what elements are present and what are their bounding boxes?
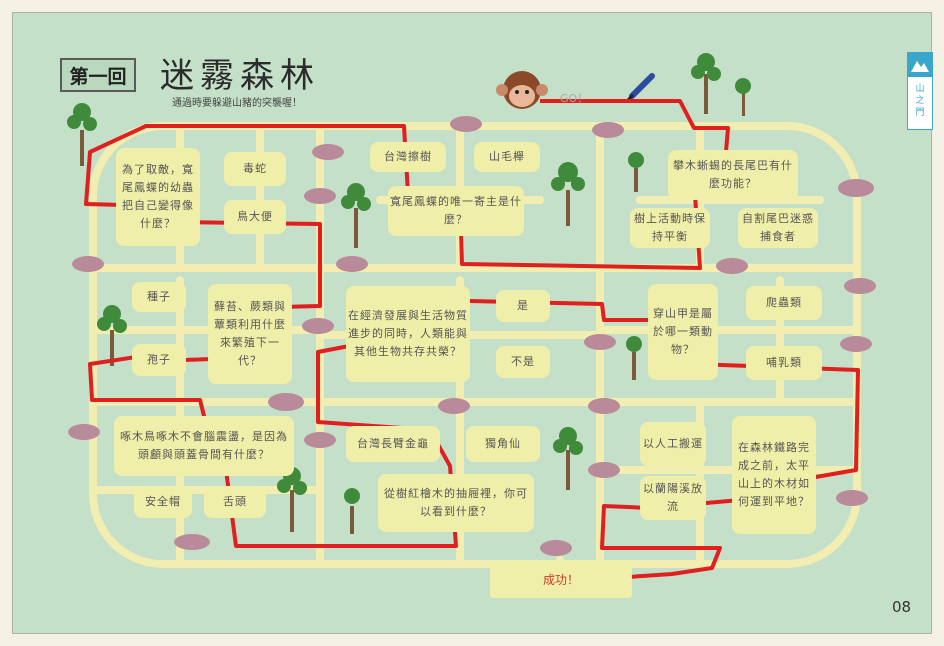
boar-icon	[840, 336, 872, 352]
tree-icon	[628, 152, 644, 192]
tree-icon	[67, 103, 97, 166]
question-8: 啄木鳥啄木不會腦震盪，是因為頭顱與頭蓋骨間有什麼？	[114, 416, 294, 476]
boar-icon	[588, 398, 620, 414]
boar-icon	[584, 334, 616, 350]
answer-2[interactable]: 鳥大便	[224, 200, 286, 234]
answer-8[interactable]: 是	[496, 290, 550, 322]
answer-4[interactable]: 樹上活動時保持平衡	[630, 208, 710, 248]
boar-icon	[304, 432, 336, 448]
question-4: 攀木蜥蜴的長尾巴有什麼功能？	[668, 150, 798, 200]
tree-icon	[277, 467, 307, 532]
boar-icon	[72, 256, 104, 272]
boar-icon	[838, 179, 874, 197]
question-5: 蘚苔、蕨類與蕈類利用什麼來繁殖下一代？	[208, 284, 292, 384]
boar-icons	[68, 116, 876, 556]
monkey-icon	[496, 71, 548, 109]
question-2[interactable]: 台灣擦樹	[370, 142, 446, 172]
answer-5[interactable]: 自割尾巴迷惑捕食者	[738, 208, 818, 248]
tree-icon	[551, 162, 585, 226]
answer-3[interactable]: 山毛櫸	[474, 142, 540, 172]
answer-1[interactable]: 毒蛇	[224, 152, 286, 186]
answer-14[interactable]: 台灣長臂金龜	[346, 426, 440, 462]
answer-7[interactable]: 孢子	[132, 344, 186, 376]
answer-11[interactable]: 哺乳類	[746, 346, 822, 380]
answer-16[interactable]: 以人工搬運	[640, 422, 706, 466]
boar-icon	[312, 144, 344, 160]
mountain-icon	[908, 53, 932, 77]
tree-icon	[626, 336, 642, 380]
page-title: 迷霧森林	[160, 56, 320, 96]
tree-icon	[97, 305, 127, 366]
answer-9[interactable]: 不是	[496, 346, 550, 378]
success-box[interactable]: 成功！	[490, 560, 632, 598]
question-9: 從樹紅檜木的抽屜裡，你可以看到什麼？	[378, 474, 534, 532]
boar-icon	[450, 116, 482, 132]
tree-icon	[344, 488, 360, 534]
pencil-icon	[626, 73, 655, 102]
tree-icon	[341, 183, 371, 248]
answer-15[interactable]: 獨角仙	[466, 426, 540, 462]
boar-icon	[540, 540, 572, 556]
question-10: 在森林鐵路完成之前，太平山上的木材如何運到平地？	[732, 416, 816, 534]
boar-icon	[836, 490, 868, 506]
boar-icon	[592, 122, 624, 138]
tree-icon	[553, 427, 583, 490]
question-6: 在經濟發展與生活物質進步的同時，人類能與其他生物共存共榮？	[346, 286, 470, 382]
page-number: 08	[892, 598, 912, 616]
boar-icon	[438, 398, 470, 414]
boar-icon	[302, 318, 334, 334]
answer-6[interactable]: 種子	[132, 282, 186, 312]
question-7: 穿山甲是屬於哪一類動物？	[648, 284, 718, 380]
answer-13[interactable]: 舌頭	[204, 486, 266, 518]
boar-icon	[68, 424, 100, 440]
chapter-label: 第一回	[60, 58, 136, 92]
start-label: GO！	[560, 92, 589, 105]
boar-icon	[844, 278, 876, 294]
side-tab-label: 山之門	[915, 84, 925, 118]
boar-icon	[716, 258, 748, 274]
page-subtitle: 通過時要躲避山豬的突襲喔！	[172, 98, 302, 109]
boar-icon	[304, 188, 336, 204]
question-3: 寬尾鳳蝶的唯一寄主是什麼？	[388, 186, 524, 236]
boar-icon	[336, 256, 368, 272]
answer-10[interactable]: 爬蟲類	[746, 286, 822, 320]
answer-17[interactable]: 以蘭陽溪放流	[640, 476, 706, 520]
answer-12[interactable]: 安全帽	[134, 486, 192, 518]
question-1: 為了取敵，寬尾鳳蝶的幼蟲把自己變得像什麼？	[116, 148, 200, 246]
boar-icon	[588, 462, 620, 478]
boar-icon	[268, 393, 304, 411]
boar-icon	[174, 534, 210, 550]
side-tab[interactable]: 山之門	[907, 52, 933, 130]
tree-icon	[691, 53, 751, 116]
